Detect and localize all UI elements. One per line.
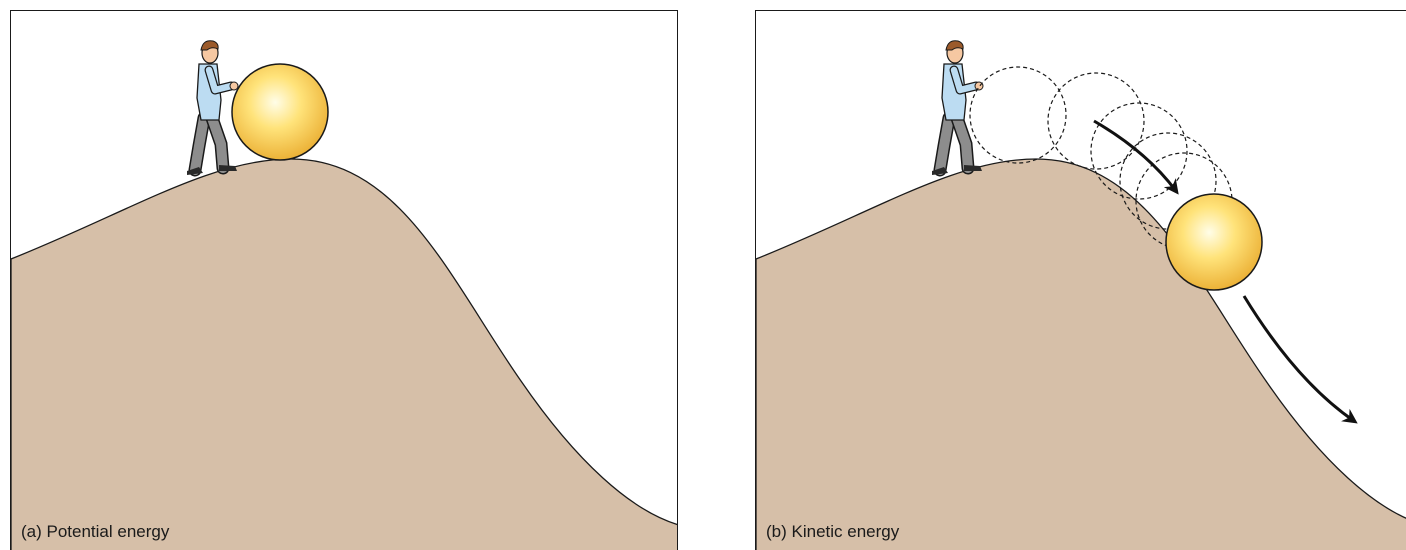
hill bbox=[11, 159, 678, 550]
ball-icon bbox=[232, 64, 328, 160]
ball-ghost-1 bbox=[970, 67, 1066, 163]
man-pushing-figure bbox=[187, 41, 238, 175]
panel-potential-energy: (a) Potential energy bbox=[10, 10, 678, 550]
panel-kinetic-energy: (b) Kinetic energy bbox=[755, 10, 1406, 550]
man-pushing-figure bbox=[932, 41, 983, 175]
ball-icon bbox=[1166, 194, 1262, 290]
potential-energy-illustration bbox=[11, 11, 678, 550]
panel-caption-a: (a) Potential energy bbox=[21, 522, 169, 542]
panel-caption-b: (b) Kinetic energy bbox=[766, 522, 899, 542]
kinetic-energy-illustration bbox=[756, 11, 1406, 550]
hill bbox=[756, 159, 1406, 550]
